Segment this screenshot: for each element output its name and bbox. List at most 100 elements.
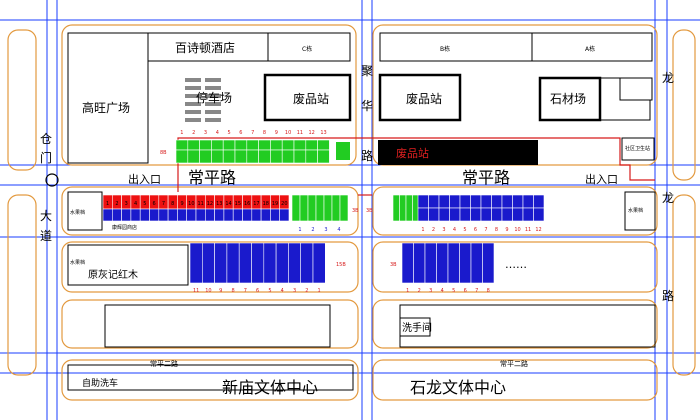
parking-bay-blue-under-red: [158, 208, 169, 222]
bay-number: 3: [204, 130, 207, 136]
bay-number: 4: [134, 201, 137, 207]
parking-bay-blue-under-red: [242, 208, 253, 222]
juhua-road-char-2: 华: [361, 99, 373, 113]
parking-bay-blue-right: [522, 194, 534, 209]
bay-number: 1: [180, 130, 183, 136]
bay-number: 12: [207, 201, 213, 207]
bay-number: 4: [453, 227, 456, 233]
bay-number: 5: [268, 288, 271, 294]
bay-number: 3: [442, 227, 445, 233]
bay-number: 17: [253, 201, 259, 207]
bay-number: 9: [275, 130, 278, 136]
parking-bay-green-top: [317, 139, 330, 151]
parking-bay-green-mid: [307, 194, 317, 222]
bay-number: 8: [263, 130, 266, 136]
a-building-label: A栋: [585, 45, 595, 53]
bay-number: 1: [298, 227, 301, 233]
parking-bay-blue-under-red: [177, 208, 187, 222]
bay-number: 3: [429, 288, 432, 294]
bay-number: 7: [484, 227, 487, 233]
parking-bay-blue-right: [417, 194, 429, 209]
parking-bay-blue-under-red: [260, 208, 271, 222]
fruit-shop-2-label: 水果档: [70, 259, 85, 266]
bay-number: 14: [225, 201, 231, 207]
parking-bay-green-top: [270, 149, 283, 164]
parking-bay-blue-under-red: [102, 208, 113, 222]
parking-bay-green-top: [305, 139, 318, 151]
parking-bay-green-top: [246, 139, 259, 151]
parking-bay-blue-under-red: [279, 208, 290, 222]
parking-bay-green-top: [270, 139, 283, 151]
parking-bay-green-mid: [331, 194, 341, 222]
parking-bay-blue-lower-right: [436, 242, 449, 284]
parking-bay-green-top: [187, 149, 200, 164]
parking-bay-blue-right: [438, 194, 450, 209]
center-left-label: 新庙文体中心: [222, 378, 318, 397]
parking-bay-green-top: [175, 139, 189, 151]
parking-bay-green-top: [222, 139, 236, 151]
parking-bay-blue-right: [470, 194, 482, 209]
parking-bay-green-mid: [339, 194, 349, 222]
bay-number: 6: [239, 130, 242, 136]
parking-bay-blue-right: [459, 194, 471, 209]
bottom-road-right-label: 常平二路: [500, 359, 528, 368]
parking-bay-blue-right: [417, 207, 429, 222]
parking-bay-green-mid: [315, 194, 325, 222]
parking-bay-blue-right: [428, 194, 440, 209]
parking-bay-blue-under-red: [205, 208, 215, 222]
parking-bay-blue-right: [449, 207, 461, 222]
parking-bay-green-top: [211, 149, 224, 164]
parking-bay-green-right: [392, 194, 400, 222]
c-building-label: C栋: [302, 45, 312, 53]
right-road-char-1: 龙: [662, 71, 674, 85]
bay-number: 10: [205, 288, 211, 294]
bay-number: 3: [125, 201, 128, 207]
bay-number: 6: [153, 201, 156, 207]
bay-number: 9: [505, 227, 508, 233]
parking-bay-blue-under-red: [214, 208, 225, 222]
bay-number: 1: [318, 288, 321, 294]
parking-bay-blue-under-red: [251, 208, 262, 222]
cangmen-road-char-3: 大: [40, 209, 52, 223]
bay-number: 9: [180, 201, 183, 207]
main-road-left-label: 常平路: [188, 168, 236, 187]
parking-bay-blue-under-red: [139, 208, 150, 222]
parking-bay-blue-lower-left: [226, 242, 240, 284]
parking-bay-blue-lower-left: [288, 242, 301, 284]
bay-number: 16: [244, 201, 250, 207]
fruit-shop-1-label: 水果档: [70, 209, 85, 216]
parking-bay-blue-under-red: [130, 208, 141, 222]
bay-number: 19: [272, 201, 278, 207]
bay-number: 3: [293, 288, 296, 294]
parking-bay-green-top: [317, 149, 330, 164]
bay-number: 8: [171, 201, 174, 207]
parking-bay-green-top: [293, 139, 307, 151]
bay-number: 6: [256, 288, 259, 294]
parking-bay-blue-lower-right: [447, 242, 460, 284]
bay-number: 2: [432, 227, 435, 233]
parking-bay-blue-right: [491, 207, 503, 222]
parking-bay-green-mid: [291, 194, 301, 222]
parking-bay-blue-under-red: [195, 208, 206, 222]
parking-bay-blue-under-red: [121, 208, 132, 222]
main-road-right-label: 常平路: [462, 168, 510, 187]
juhua-road-char-3: 路: [361, 148, 373, 163]
bay-number: 10: [285, 130, 291, 136]
exit-right-label: 出入口: [585, 172, 618, 186]
parking-bay-blue-right: [512, 207, 524, 222]
car-wash-label: 自助洗车: [82, 377, 118, 389]
cangmen-road-char-4: 道: [40, 229, 52, 243]
parking-bay-green-top: [305, 149, 318, 164]
bay-number: 2: [418, 288, 421, 294]
parking-bay-blue-under-red: [270, 208, 280, 222]
bay-number: 12: [309, 130, 315, 136]
bay-number: 1: [421, 227, 424, 233]
redwood-label: 原灰记红木: [88, 268, 138, 281]
right-road-char-3: 路: [662, 288, 674, 303]
parking-bay-blue-under-red: [232, 208, 243, 222]
parking-bay-green-mid: [323, 194, 333, 222]
bay-number: 6: [464, 288, 467, 294]
fruit-shop-3-label: 水果档: [628, 207, 643, 214]
parking-bay-blue-under-red: [167, 208, 178, 222]
parking-bay-green-right: [405, 194, 413, 222]
